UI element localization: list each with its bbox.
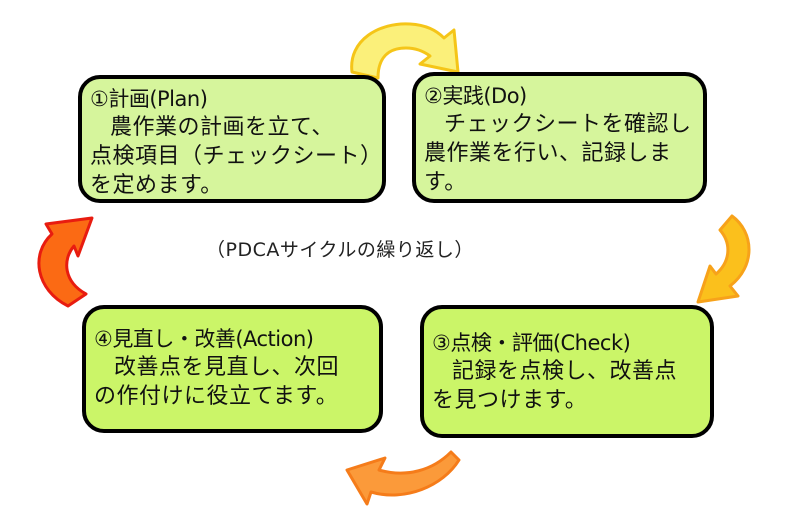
cycle-caption: （PDCAサイクルの繰り返し） <box>206 239 474 261</box>
step-text-line: 農作業の計画を立て、 <box>110 115 334 140</box>
arrow-plan-to-do <box>350 22 460 80</box>
step-box-check: ③点検・評価(Check) 記録を点検し、改善点 を見つけます。 <box>420 305 714 438</box>
arrow-check-to-action <box>345 450 461 506</box>
step-text-line: す。 <box>424 170 467 195</box>
step-title: ①計画(Plan) <box>90 87 208 111</box>
step-text-line: を定めます。 <box>90 173 223 198</box>
step-box-action: ④見直し・改善(Action) 改善点を見直し、次回 の作付けに役立てます。 <box>82 305 383 433</box>
step-text-line: チェックシートを確認し <box>444 112 692 137</box>
curved-arrow-icon <box>345 450 461 506</box>
arrow-action-to-plan <box>37 216 94 308</box>
step-title: ③点検・評価(Check) <box>432 331 631 355</box>
step-box-plan: ①計画(Plan) 農作業の計画を立て、 点検項目（チェックシート） を定めます… <box>78 75 386 203</box>
step-text-line: 記録を点検し、改善点 <box>452 359 678 384</box>
step-text-line: の作付けに役立てます。 <box>94 384 339 409</box>
step-text-line: 改善点を見直し、次回 <box>114 355 340 380</box>
step-text-line: 農作業を行い、記録しま <box>424 141 672 166</box>
step-title: ②実践(Do) <box>424 84 527 108</box>
curved-arrow-icon <box>696 214 751 304</box>
curved-arrow-icon <box>37 216 94 308</box>
curved-arrow-icon <box>350 22 460 80</box>
step-box-do: ②実践(Do) チェックシートを確認し 農作業を行い、記録しま す。 <box>412 72 707 203</box>
step-title: ④見直し・改善(Action) <box>94 327 314 351</box>
step-text-line: を見つけます。 <box>432 388 588 413</box>
step-text-line: 点検項目（チェックシート） <box>90 144 383 169</box>
arrow-do-to-check <box>696 214 751 304</box>
